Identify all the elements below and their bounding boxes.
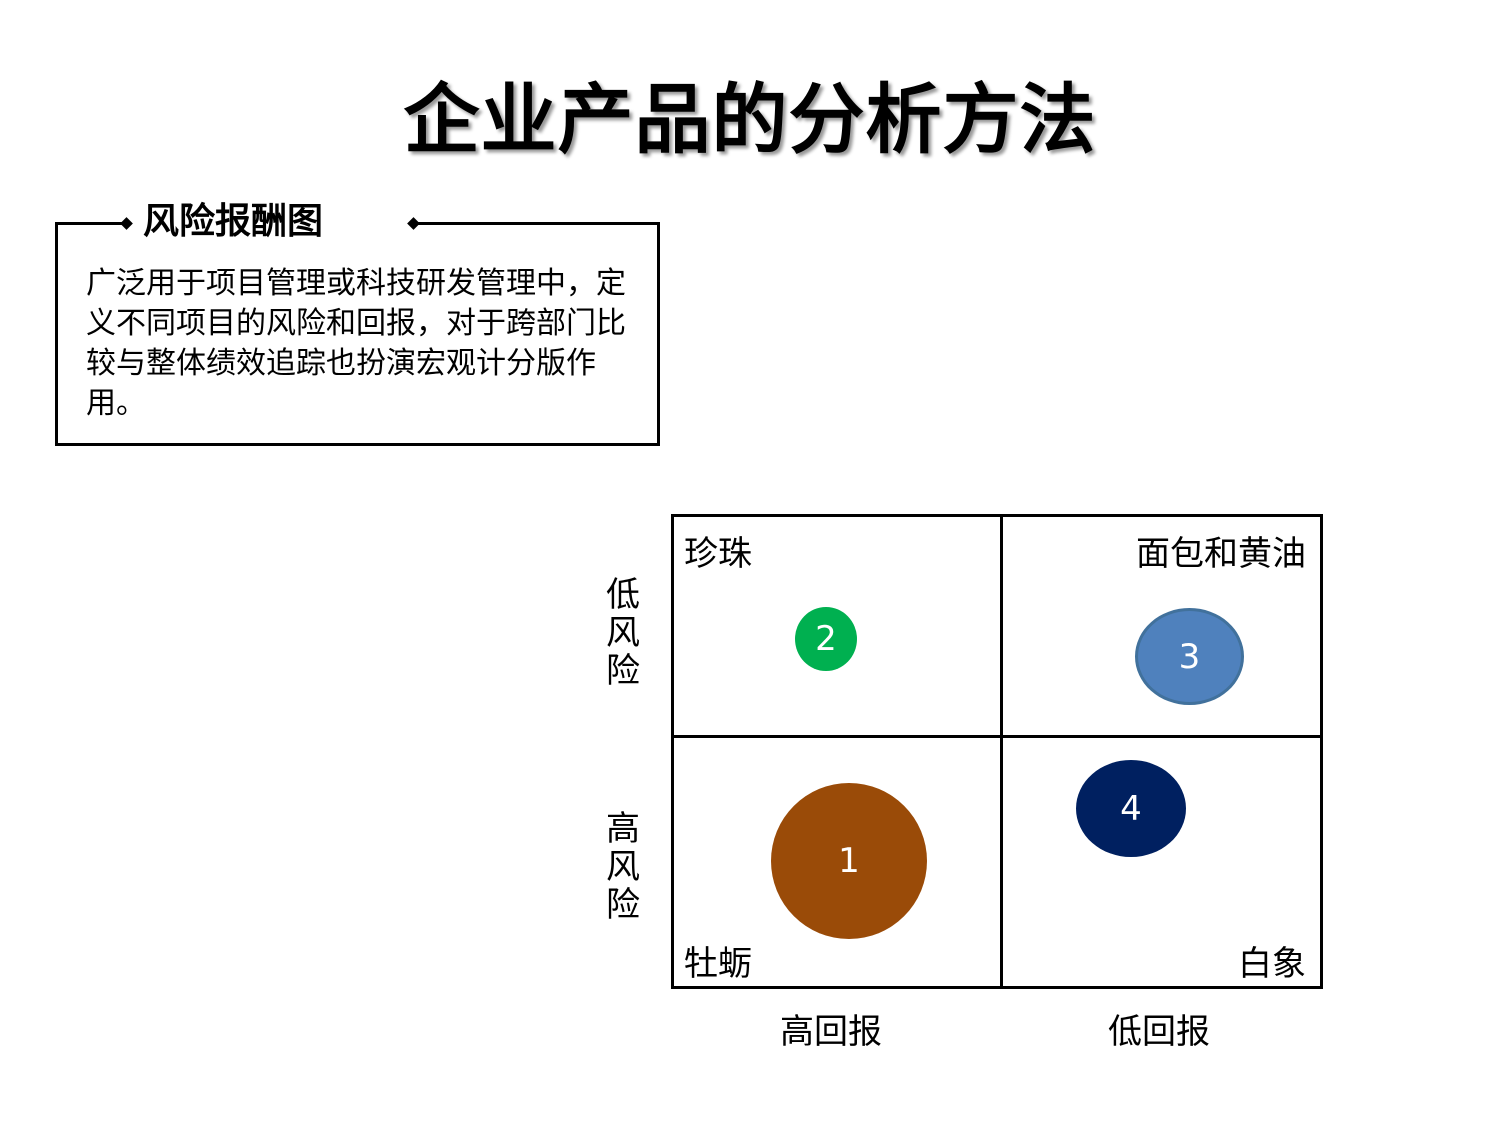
bubble-1-label: 1 [838,841,860,881]
bubble-3: 3 [1135,608,1244,705]
y-axis-label-high-risk: 高风险 [606,809,640,925]
matrix-vertical-divider [1000,514,1003,986]
bubble-2-label: 2 [815,619,837,659]
risk-reward-matrix [671,514,1323,989]
bubble-1: 1 [771,783,927,939]
section-subtitle: 风险报酬图 [143,201,324,242]
bubble-4-label: 4 [1120,788,1142,829]
quadrant-label-pearl: 珍珠 [684,534,752,574]
box-top-line-left [55,222,127,225]
bubble-3-label: 3 [1178,636,1201,677]
quadrant-label-bread-butter: 面包和黄油 [1136,534,1306,574]
y-axis-label-low-risk: 低风险 [606,575,640,691]
quadrant-label-white-elephant: 白象 [1238,944,1306,984]
description-box [55,222,660,446]
page-title: 企业产品的分析方法 [403,75,1097,164]
section-description: 广泛用于项目管理或科技研发管理中，定义不同项目的风险和回报，对于跨部门比较与整体… [86,266,626,421]
box-top-line-right [414,222,657,225]
bubble-4: 4 [1076,760,1186,857]
x-axis-label-high-reward: 高回报 [780,1012,882,1052]
quadrant-label-oyster: 牡蛎 [684,944,752,984]
x-axis-label-low-reward: 低回报 [1108,1012,1210,1052]
bubble-2: 2 [795,607,857,671]
matrix-horizontal-divider [671,735,1320,738]
